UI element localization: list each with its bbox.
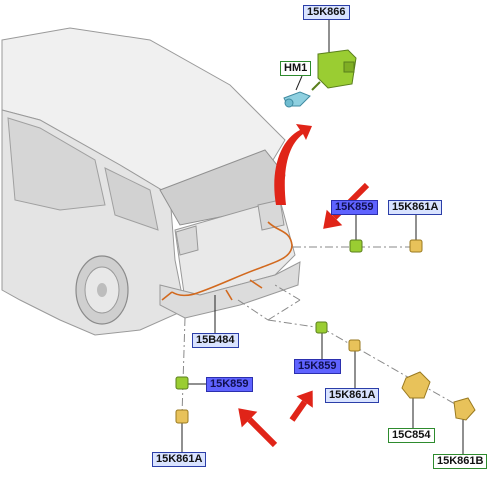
connection-lines — [181, 246, 463, 416]
part-HM1-connector — [283, 91, 311, 108]
callout-HM1: HM1 — [280, 61, 312, 76]
callout-15K866: 15K866 — [303, 5, 350, 20]
part-15K861A-bracket-mid — [348, 339, 361, 352]
callout-15K861B: 15K861B — [433, 454, 488, 469]
callout-15K861A-bottom: 15K861A — [152, 452, 207, 467]
callout-15B484: 15B484 — [192, 333, 239, 348]
callout-15K859-top: 15K859 — [331, 200, 378, 215]
vehicle-illustration — [1, 27, 301, 336]
callout-15K859-mid: 15K859 — [294, 359, 341, 374]
diagonal-arrow-left-icon — [238, 408, 278, 448]
part-15K861A-bracket-top — [409, 239, 423, 253]
part-15K866-module — [311, 49, 357, 91]
callout-15K861A-top: 15K861A — [388, 200, 443, 215]
wiring-harness — [161, 221, 293, 301]
part-15K859-sensor-mid — [315, 321, 328, 334]
part-15K861B-bracket — [453, 397, 476, 421]
part-15C854-bracket — [401, 371, 431, 399]
diagonal-arrow-mid-icon — [289, 390, 313, 422]
callout-15K859-left: 15K859 — [206, 377, 253, 392]
callout-15K861A-mid: 15K861A — [325, 388, 380, 403]
part-15K859-sensor-left — [175, 376, 189, 390]
curved-arrow-icon — [274, 124, 312, 205]
callout-15C854: 15C854 — [388, 428, 435, 443]
part-15K859-sensor-top — [349, 239, 363, 253]
part-15K861A-bracket-bottom — [175, 409, 189, 424]
